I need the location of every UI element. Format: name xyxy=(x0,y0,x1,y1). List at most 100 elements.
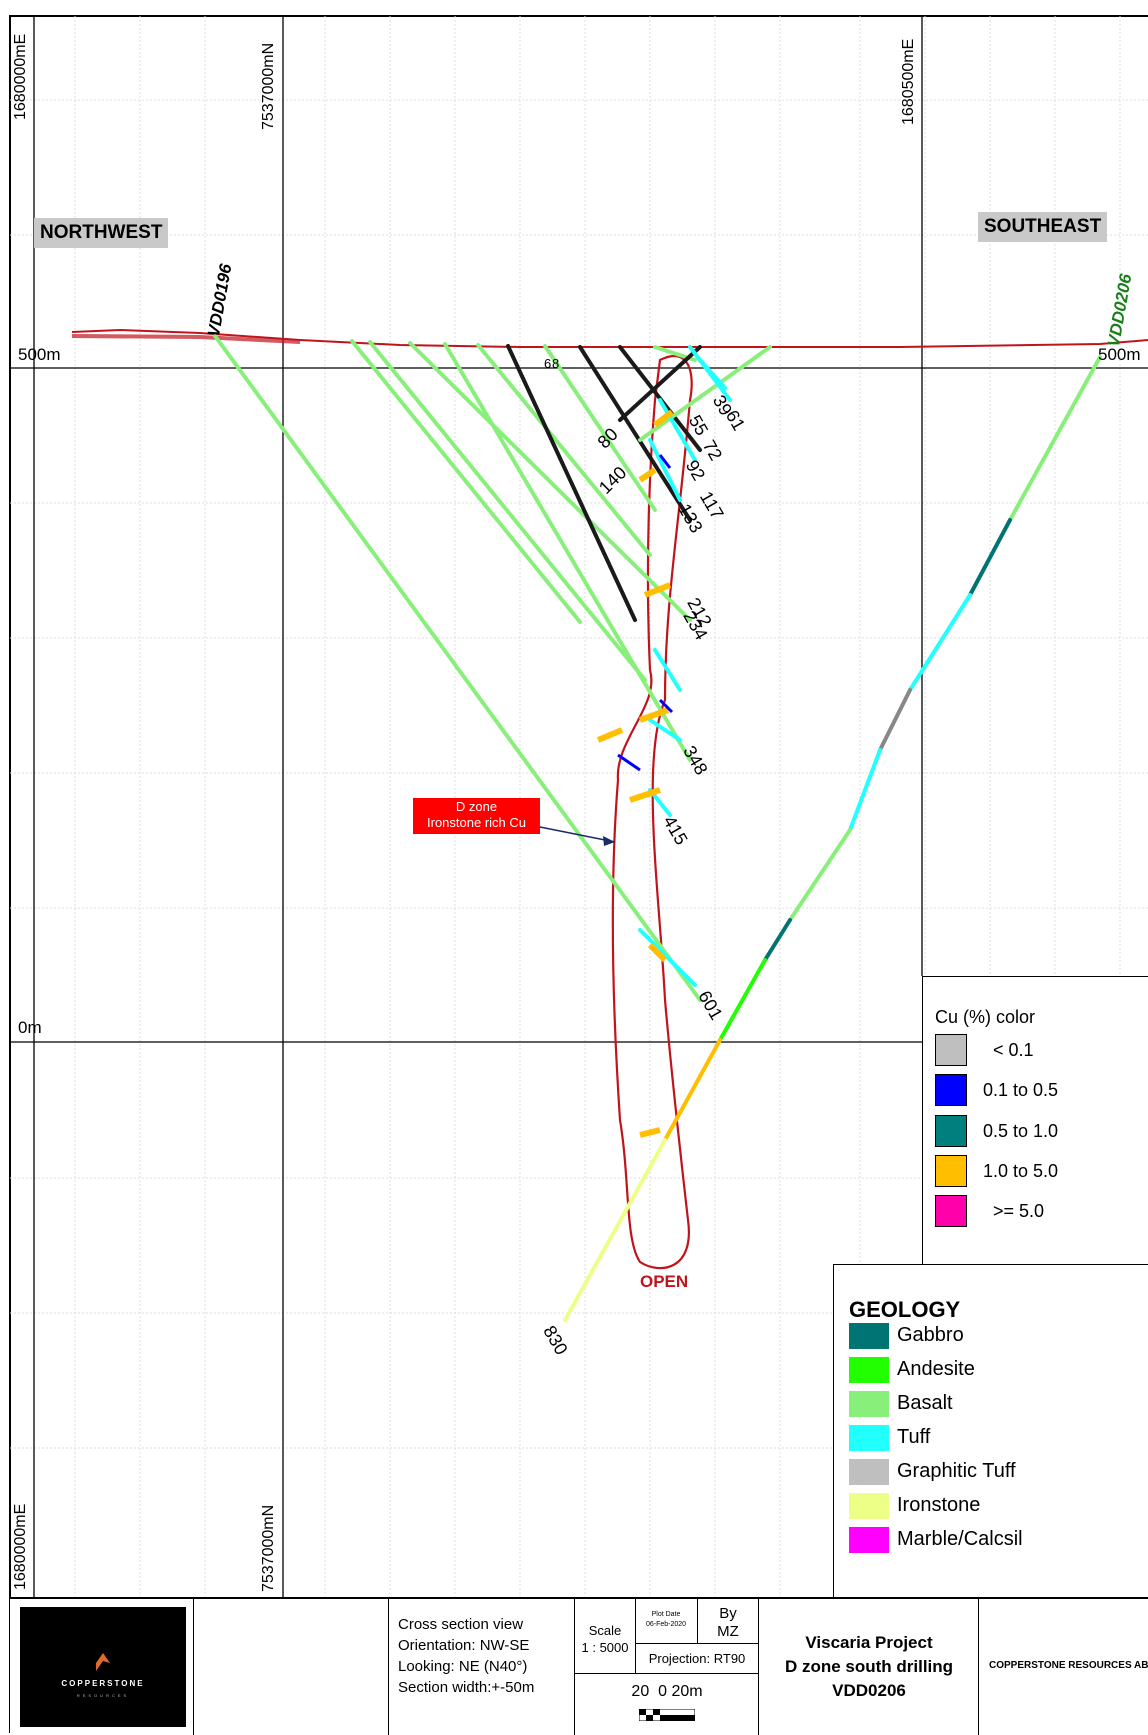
plot-date-label: Plot Date xyxy=(651,1611,681,1618)
cu-legend-item: 0.1 to 0.5 xyxy=(935,1074,1145,1108)
by-label: By xyxy=(719,1605,737,1622)
scalebar-icon xyxy=(639,1709,695,1721)
plot-date: 06-Feb-2020 xyxy=(645,1621,687,1628)
drill-hole-trace xyxy=(350,339,582,624)
d-zone-callout: D zone Ironstone rich Cu xyxy=(413,798,540,834)
northing-label-top: 7537000mN xyxy=(260,42,277,130)
drill-hole-trace xyxy=(368,340,647,682)
scale-cell: Scale 1 : 5000 Plot Date 06-Feb-2020 By … xyxy=(575,1599,759,1735)
cu-legend-item: >= 5.0 xyxy=(935,1195,1145,1229)
geology-swatch xyxy=(849,1323,889,1349)
geology-legend-item: Basalt xyxy=(849,1389,1139,1419)
depth-label: 8 xyxy=(552,356,560,371)
project-title-line: D zone south drilling xyxy=(784,1657,954,1676)
geology-legend-label: Gabbro xyxy=(897,1324,964,1346)
geology-swatch xyxy=(849,1357,889,1383)
projection: Projection: RT90 xyxy=(648,1651,746,1666)
geology-legend-item: Graphitic Tuff xyxy=(849,1457,1139,1487)
geology-legend-label: Marble/Calcsil xyxy=(897,1528,1023,1550)
cu-legend-title: Cu (%) color xyxy=(935,1007,1036,1027)
project-title-cell: Viscaria Project D zone south drilling V… xyxy=(759,1599,979,1735)
open-label: OPEN xyxy=(640,1272,689,1291)
blank-cell xyxy=(194,1599,389,1735)
cu-intercepts-low xyxy=(617,454,674,772)
drill-hole-vdd0206 xyxy=(563,355,1102,1322)
drill-hole-trace xyxy=(698,358,727,390)
direction-southeast: SOUTHEAST xyxy=(978,212,1108,242)
callout-leader xyxy=(539,826,616,843)
drill-hole-vdd0196 xyxy=(213,334,702,1002)
drill-hole-trace xyxy=(648,718,682,742)
company-name: COPPERSTONE RESOURCES AB xyxy=(989,1660,1148,1671)
project-title-line: Viscaria Project xyxy=(805,1633,933,1652)
elevation-500m-right: 500m xyxy=(1098,345,1141,364)
geology-legend-item: Tuff xyxy=(849,1423,1139,1453)
drill-hole-trace xyxy=(408,341,692,622)
cu-swatch xyxy=(935,1155,967,1187)
view-info-line: Orientation: NW-SE xyxy=(398,1637,530,1654)
drill-hole-fan xyxy=(213,334,772,1002)
scale-label: Scale xyxy=(588,1623,622,1638)
geology-legend-title: GEOLOGY xyxy=(849,1297,961,1322)
geology-legend-item: Andesite xyxy=(849,1355,1139,1385)
drill-hole-trace xyxy=(543,344,657,512)
cu-legend-item: < 0.1 xyxy=(935,1034,1145,1068)
cu-swatch xyxy=(935,1074,967,1106)
view-info-line: Looking: NE (N40°) xyxy=(398,1658,528,1675)
cu-swatch xyxy=(935,1034,967,1066)
geology-legend: GEOLOGY Gabbro Andesite Basalt Tuff Grap… xyxy=(833,1264,1148,1599)
by-value: MZ xyxy=(717,1623,739,1640)
cu-intercepts xyxy=(596,409,674,1138)
major-grid xyxy=(10,16,1148,1597)
cu-legend-label: 1.0 to 5.0 xyxy=(983,1161,1059,1181)
ore-body-outline xyxy=(611,354,693,1270)
view-info-cell: Cross section view Orientation: NW-SE Lo… xyxy=(389,1599,575,1735)
northing-label-bottom: 7537000mN xyxy=(260,1504,277,1592)
scalebar-label: 20 0 20m xyxy=(631,1683,703,1700)
cu-legend-item: 0.5 to 1.0 xyxy=(935,1115,1145,1149)
topography-line xyxy=(71,328,1148,348)
cu-legend-item: 1.0 to 5.0 xyxy=(935,1155,1145,1189)
drill-hole-trace xyxy=(443,342,692,762)
drill-hole-trace xyxy=(638,345,772,442)
cu-legend-label: 0.1 to 0.5 xyxy=(983,1080,1059,1100)
geology-legend-label: Andesite xyxy=(897,1358,975,1380)
drill-hole-trace xyxy=(476,343,652,557)
depth-label: 6 xyxy=(544,356,552,371)
drill-hole-trace xyxy=(638,928,697,987)
geology-swatch xyxy=(849,1425,889,1451)
geology-legend-item: Ironstone xyxy=(849,1491,1139,1521)
geology-legend-item: Gabbro xyxy=(849,1321,1139,1351)
company-cell: COPPERSTONE RESOURCES AB xyxy=(979,1599,1148,1735)
view-info-line: Cross section view xyxy=(398,1616,524,1633)
company-logo: COPPERSTONE RESOURCES xyxy=(20,1607,186,1727)
geology-swatch xyxy=(849,1493,889,1519)
map-frame xyxy=(9,15,1148,1733)
elevation-0m: 0m xyxy=(18,1018,42,1037)
logo-subtext: RESOURCES xyxy=(76,1693,130,1698)
easting-label-left-bottom: 1680000mE xyxy=(12,1503,29,1590)
drill-hole-trace xyxy=(648,438,682,502)
drill-hole-trace xyxy=(658,398,697,462)
logo-wordmark: COPPERSTONE xyxy=(61,1679,145,1688)
direction-northwest: NORTHWEST xyxy=(34,218,169,248)
cu-legend-label: 0.5 to 1.0 xyxy=(983,1121,1059,1141)
geology-legend-item: Marble/Calcsil xyxy=(849,1525,1139,1555)
easting-label-left-top: 1680000mE xyxy=(12,33,29,120)
view-info: Cross section view Orientation: NW-SE Lo… xyxy=(398,1614,534,1698)
title-block: COPPERSTONE RESOURCES Cross section view… xyxy=(10,1597,1148,1735)
cu-legend-label: >= 5.0 xyxy=(993,1201,1045,1221)
geology-legend-label: Graphitic Tuff xyxy=(897,1460,1016,1482)
cu-swatch xyxy=(935,1115,967,1147)
easting-label-right: 1680500mE xyxy=(900,38,917,125)
copperstone-logo-icon xyxy=(96,1653,110,1671)
cu-legend: Cu (%) color < 0.1 0.1 to 0.5 0.5 to 1.0… xyxy=(922,976,1148,1265)
drill-hole-trace xyxy=(653,648,682,692)
geology-legend-label: Tuff xyxy=(897,1426,931,1448)
drill-hole-trace xyxy=(578,345,692,522)
scale-value: 1 : 5000 xyxy=(581,1640,629,1655)
project-title: Viscaria Project D zone south drilling V… xyxy=(759,1631,979,1703)
geology-legend-label: Ironstone xyxy=(897,1494,981,1516)
